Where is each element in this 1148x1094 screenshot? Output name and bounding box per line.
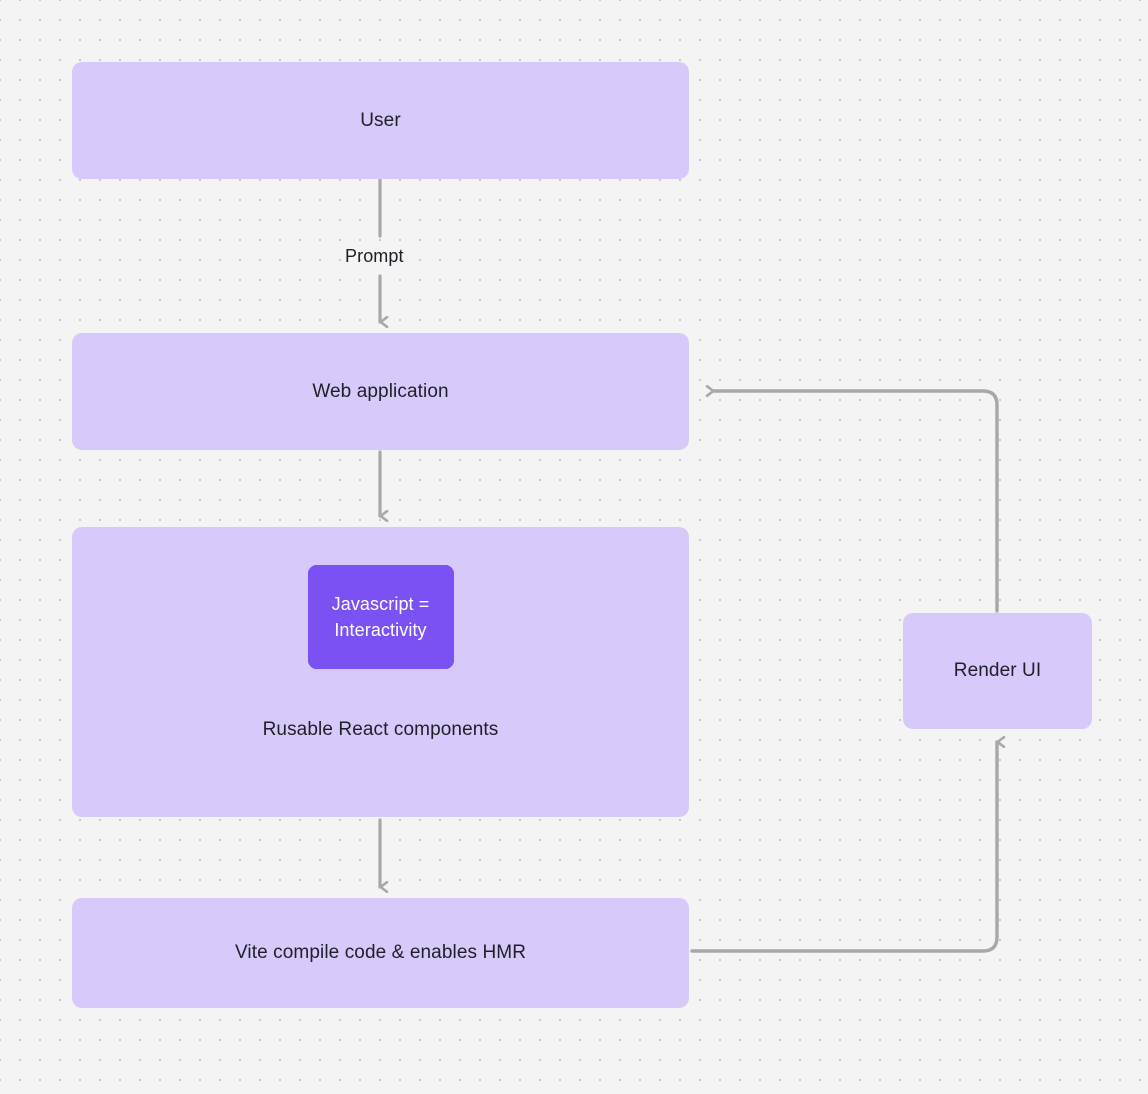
chip-javascript-line2: Interactivity (334, 620, 427, 640)
node-react-components-label: Rusable React components (262, 719, 499, 740)
node-render-ui[interactable]: Render UI (903, 613, 1092, 729)
edge-label-prompt: Prompt (345, 246, 404, 266)
node-web-application-label: Web application (312, 380, 449, 402)
node-react-components[interactable]: HTML = structure CSS = Styles & Layouts … (72, 527, 689, 817)
chip-javascript[interactable]: Javascript = Interactivity (307, 565, 454, 669)
node-user-label: User (360, 109, 401, 131)
chip-javascript-label: Javascript = Interactivity (332, 591, 430, 643)
edge-vite-to-render (690, 742, 997, 953)
node-web-application[interactable]: Web application (72, 333, 689, 450)
chip-javascript-line1: Javascript = (331, 593, 430, 614)
node-vite-label: Vite compile code & enables HMR (234, 942, 527, 964)
edge-render-to-webapp (714, 391, 999, 613)
node-render-ui-label: Render UI (953, 660, 1042, 682)
node-user[interactable]: User (72, 62, 689, 179)
node-vite[interactable]: Vite compile code & enables HMR (72, 898, 689, 1008)
